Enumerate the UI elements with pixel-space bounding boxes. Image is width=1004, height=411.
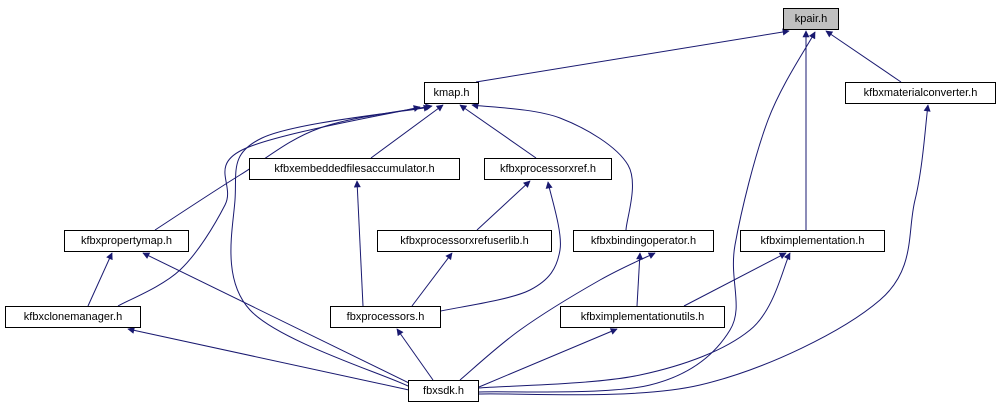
edge-fbxsdk-to-kfbxpropertymap — [142, 252, 410, 384]
edge-kfbxmaterialconverter-to-kpair — [825, 30, 902, 83]
edge-kfbximplementationutils-to-kfbxbindingoperator — [636, 252, 644, 307]
edge-kfbxbindingoperator-to-kmap — [471, 102, 633, 231]
edge-kfbxprocessorxrefuserlib-to-kfbxprocessorxref — [476, 180, 531, 231]
edge-kfbxclonemanager-to-kmap — [117, 105, 421, 307]
edge-fbxsdk-to-kfbxmaterialconverter — [478, 104, 931, 396]
node-kfbxembeddedfilesaccumulator[interactable]: kfbxembeddedfilesaccumulator.h — [249, 158, 460, 180]
node-fbxsdk[interactable]: fbxsdk.h — [408, 380, 479, 402]
node-kfbxprocessorxrefuserlib[interactable]: kfbxprocessorxrefuserlib.h — [377, 230, 552, 252]
edge-fbxsdk-to-kpair — [478, 31, 816, 393]
node-kfbxpropertymap[interactable]: kfbxpropertymap.h — [64, 230, 189, 252]
node-kfbxbindingoperator[interactable]: kfbxbindingoperator.h — [573, 230, 714, 252]
edge-fbxsdk-to-kmap — [230, 104, 431, 387]
edge-fbxprocessors-to-kfbxprocessorxrefuserlib — [411, 252, 453, 307]
node-kfbxmaterialconverter[interactable]: kfbxmaterialconverter.h — [845, 82, 996, 104]
edge-fbxsdk-to-kfbxbindingoperator — [459, 252, 656, 381]
node-kfbxprocessorxref[interactable]: kfbxprocessorxref.h — [484, 158, 612, 180]
edge-kfbxclonemanager-to-kfbxpropertymap — [87, 252, 113, 307]
node-fbxprocessors[interactable]: fbxprocessors.h — [330, 306, 441, 328]
edge-kfbxembeddedfilesaccumulator-to-kmap — [370, 104, 444, 159]
edge-kfbxprocessorxref-to-kmap — [459, 104, 537, 159]
node-kmap[interactable]: kmap.h — [424, 82, 479, 104]
edge-fbxprocessors-to-kfbxembeddedfilesaccumulator — [353, 180, 364, 307]
edge-fbxsdk-to-kfbximplementationutils — [478, 328, 618, 388]
edge-fbxprocessors-to-kfbxprocessorxref — [440, 181, 561, 312]
edge-kfbximplementationutils-to-kfbximplementation — [683, 252, 787, 307]
node-kfbximplementationutils[interactable]: kfbximplementationutils.h — [560, 306, 725, 328]
node-kfbxclonemanager[interactable]: kfbxclonemanager.h — [5, 306, 141, 328]
node-kfbximplementation[interactable]: kfbximplementation.h — [740, 230, 885, 252]
edge-kmap-to-kpair — [475, 28, 790, 83]
edge-fbxsdk-to-kfbxclonemanager — [127, 326, 410, 391]
edge-fbxsdk-to-fbxprocessors — [396, 328, 434, 381]
edge-fbxsdk-to-kfbximplementation — [478, 252, 791, 389]
node-kpair[interactable]: kpair.h — [783, 8, 839, 30]
